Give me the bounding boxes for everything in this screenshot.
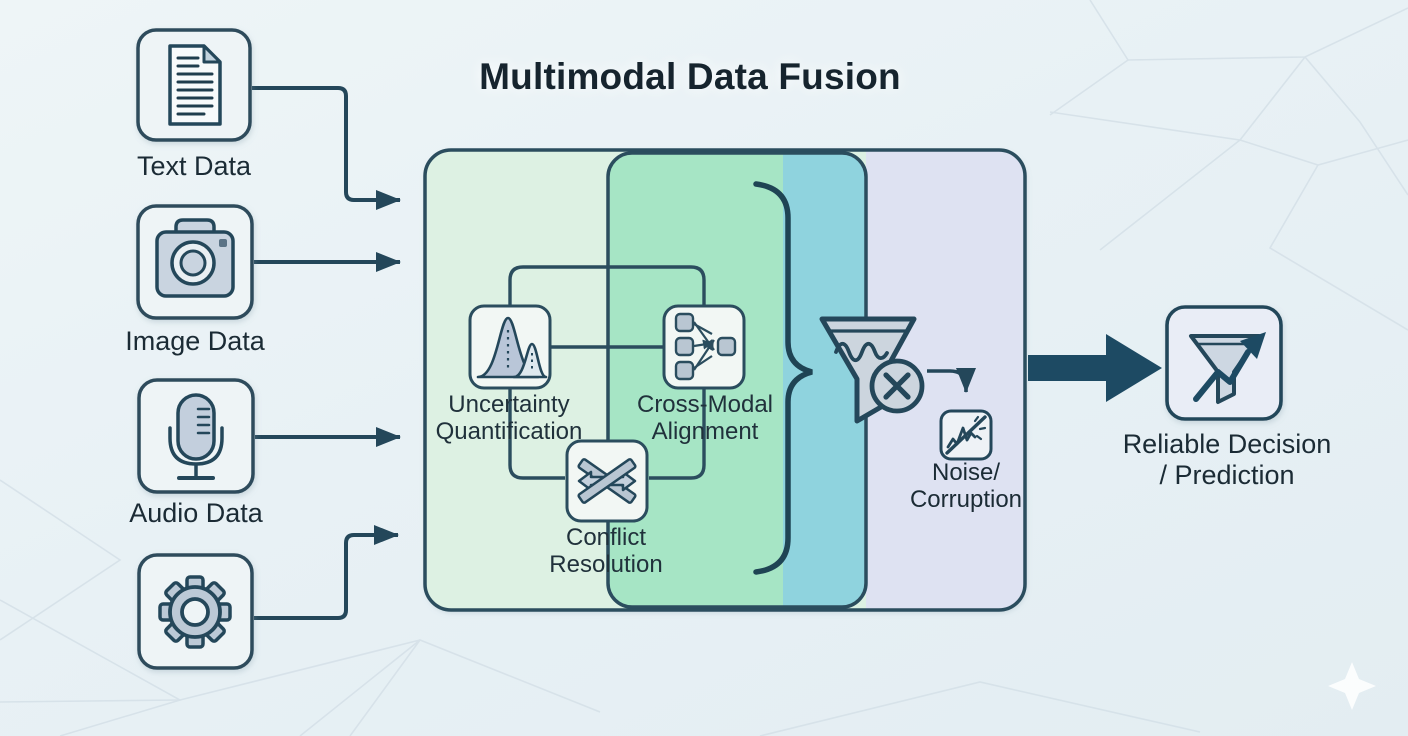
input-icon-text-data — [136, 28, 252, 142]
sparkle-decoration — [1328, 662, 1376, 710]
connector-noise — [927, 368, 976, 393]
crossed-arrows-icon — [577, 458, 637, 504]
network-mapping-icon — [674, 312, 737, 381]
aggregation-brace — [753, 181, 813, 575]
output-arrow — [1028, 334, 1162, 402]
module-connectors — [508, 265, 706, 480]
label-noise-corruption: Noise/Corruption — [909, 459, 1023, 514]
input-connectors — [252, 86, 401, 620]
connector-text-data — [252, 86, 401, 210]
microphone-icon — [168, 393, 224, 480]
input-icon-image-data — [136, 204, 254, 320]
distribution-curves-icon — [476, 316, 548, 379]
cross-modal-alignment-module — [662, 304, 746, 390]
input-label-text-data: Text Data — [136, 151, 252, 181]
input-label-image-data: Image Data — [125, 326, 265, 356]
corrupted-signal-icon — [939, 409, 993, 461]
input-label-audio-data: Audio Data — [129, 498, 263, 528]
funnel-reject-icon — [819, 316, 925, 424]
uncertainty-quantification-module — [468, 304, 552, 390]
filter-trend-icon — [1165, 305, 1283, 421]
input-icon-gear — [137, 553, 254, 670]
connector-gear — [254, 525, 399, 620]
input-icon-audio-data — [137, 378, 255, 494]
label-reliable-decision-prediction: Reliable Decision/ Prediction — [1122, 429, 1332, 490]
camera-icon — [155, 218, 235, 298]
conflict-resolution-module — [565, 439, 649, 523]
gear-icon — [158, 575, 232, 649]
document-icon — [168, 44, 222, 126]
diagram-title: Multimodal Data Fusion — [479, 56, 901, 97]
